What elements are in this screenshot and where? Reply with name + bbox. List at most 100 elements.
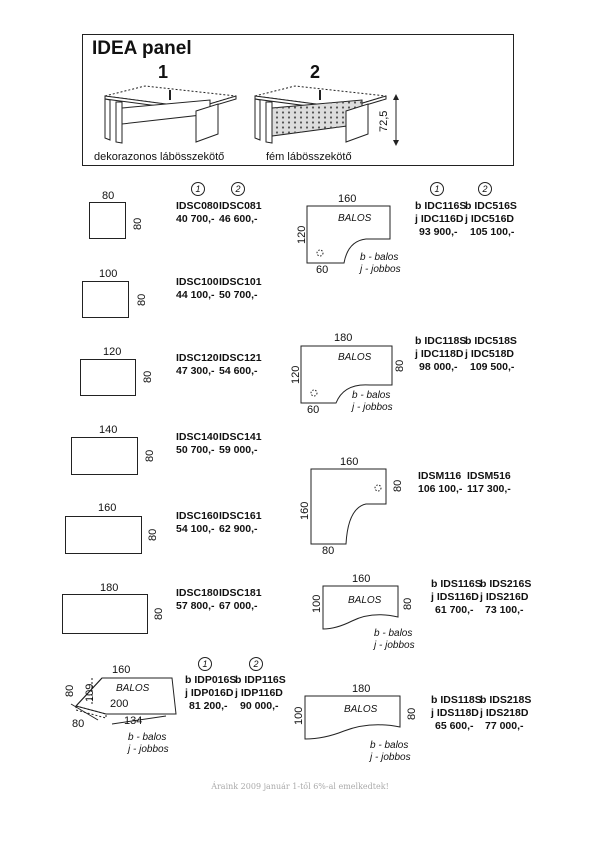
wave1-note-b: b - balos (374, 628, 413, 639)
desk-80-price-1: 40 700,- (176, 213, 215, 225)
wave2-code-2b: j IDS218D (480, 707, 529, 719)
corner3-shape (310, 468, 387, 545)
desk-120-price-2: 54 600,- (219, 365, 258, 377)
desk-80-price-2: 46 600,- (219, 213, 258, 225)
wave2-note-b: b - balos (370, 740, 409, 751)
wave1-code-2b: j IDS216D (480, 591, 529, 603)
desk-120-shape (80, 359, 136, 396)
wave2-price-1: 65 600,- (435, 720, 474, 732)
corner1-label: BALOS (338, 213, 372, 224)
wave2-depth: 100 (293, 706, 305, 725)
trap-note-b: b - balos (128, 732, 167, 743)
trap-code-2b: j IDP116D (235, 687, 283, 699)
desk-120-width: 120 (103, 346, 122, 358)
corner2-code-1a: b IDC118S (415, 335, 467, 347)
wave2-shape (304, 695, 401, 740)
corner1-code-2b: j IDC516D (465, 213, 515, 225)
wave1-note-j: j - jobbos (374, 640, 415, 651)
desk-180-price-2: 67 000,- (219, 600, 258, 612)
corner3-width: 160 (340, 456, 359, 468)
corner3-depth: 160 (299, 501, 311, 520)
desk-120-depth: 80 (142, 370, 154, 383)
corner2-depth: 120 (290, 365, 302, 384)
corner3-price-1: 106 100,- (418, 483, 463, 495)
footer-note: Áraink 2009 január 1-től 6%-al emelkedte… (211, 782, 389, 791)
corner1-note-j: j - jobbos (360, 264, 401, 275)
trap-bottom: 200 (110, 698, 129, 710)
corner2-price-2: 109 500,- (470, 361, 515, 373)
corner3-code-1: IDSM116 (418, 470, 462, 482)
trap-code-1b: j IDP016D (185, 687, 234, 699)
trap-width: 160 (112, 664, 131, 676)
desk-140-shape (71, 437, 138, 475)
desk-illustration-decor (104, 85, 237, 144)
wave1-shape (322, 585, 399, 630)
desk-180-price-1: 57 800,- (176, 600, 215, 612)
desk-160-price-1: 54 100,- (176, 523, 215, 535)
desk-160-depth: 80 (147, 528, 159, 541)
corner2-bottom: 60 (307, 404, 320, 416)
desk-100-code-2: IDSC101 (219, 276, 262, 288)
desk-160-width: 160 (98, 502, 117, 514)
desk-160-code-2: IDSC161 (219, 510, 262, 522)
trap-price-1: 81 200,- (189, 700, 228, 712)
desk-180-code-1: IDSC180 (176, 587, 219, 599)
caption-decor-connector: dekorazonos lábösszekötő (94, 151, 225, 163)
desk-100-price-1: 44 100,- (176, 289, 215, 301)
corner2-right: 80 (394, 359, 406, 372)
trap-d1: 80 (72, 718, 85, 730)
corner2-code-2a: b IDC518S (465, 335, 517, 347)
desk-140-code-2: IDSC141 (219, 431, 262, 443)
desk-120-price-1: 47 300,- (176, 365, 215, 377)
corner1-width: 160 (338, 193, 357, 205)
corner2-price-1: 98 000,- (419, 361, 458, 373)
wave2-width: 180 (352, 683, 371, 695)
corner2-code-2b: j IDC518D (465, 348, 515, 360)
corner1-bottom: 60 (316, 264, 329, 276)
trap-desk-shape (70, 677, 177, 725)
wave1-right: 80 (402, 597, 414, 610)
desk-100-price-2: 50 700,- (219, 289, 258, 301)
wave2-code-1b: j IDS118D (431, 707, 479, 719)
caption-metal-connector: fém lábösszekötő (266, 151, 352, 163)
header-box (82, 34, 514, 166)
corner3-price-2: 117 300,- (467, 483, 511, 495)
desk-140-price-1: 50 700,- (176, 444, 215, 456)
wave2-label: BALOS (344, 704, 378, 715)
corner3-bottom: 80 (322, 545, 335, 557)
trap-code-1a: b IDP016S (185, 674, 237, 686)
desk-80-code-1: IDSC080 (176, 200, 219, 212)
corner1-code-1b: j IDC116D (415, 213, 464, 225)
trap-note-j: j - jobbos (128, 744, 169, 755)
corner2-code-1b: j IDC118D (415, 348, 464, 360)
wave2-price-2: 77 000,- (485, 720, 524, 732)
desk-100-width: 100 (99, 268, 118, 280)
desk-80-width: 80 (102, 190, 115, 202)
trap-marker-2: 2 (249, 657, 263, 671)
desk-180-depth: 80 (153, 607, 165, 620)
trap-label: BALOS (116, 683, 150, 694)
corner1-price-2: 105 100,- (470, 226, 515, 238)
variant-number-1: 1 (158, 62, 169, 82)
desk-160-shape (65, 516, 142, 554)
right-marker-1: 1 (430, 182, 444, 196)
corner1-code-2a: b IDC516S (465, 200, 517, 212)
desk-180-code-2: IDSC181 (219, 587, 262, 599)
desk-100-code-1: IDSC100 (176, 276, 219, 288)
desk-100-shape (82, 281, 129, 318)
right-marker-2: 2 (478, 182, 492, 196)
height-label: 72,5 (378, 110, 390, 132)
wave1-code-1b: j IDS116D (431, 591, 479, 603)
variant-number-2: 2 (310, 62, 321, 82)
corner2-note-b: b - balos (352, 390, 391, 401)
wave2-code-1a: b IDS118S (431, 694, 482, 706)
col-marker-1: 1 (191, 182, 205, 196)
desk-140-code-1: IDSC140 (176, 431, 219, 443)
trap-diag: 134 (124, 715, 143, 727)
desk-140-depth: 80 (144, 449, 156, 462)
trap-code-2a: b IDP116S (235, 674, 286, 686)
desk-80-shape (89, 202, 126, 239)
desk-140-width: 140 (99, 424, 118, 436)
desk-160-code-1: IDSC160 (176, 510, 219, 522)
desk-120-code-1: IDSC120 (176, 352, 219, 364)
